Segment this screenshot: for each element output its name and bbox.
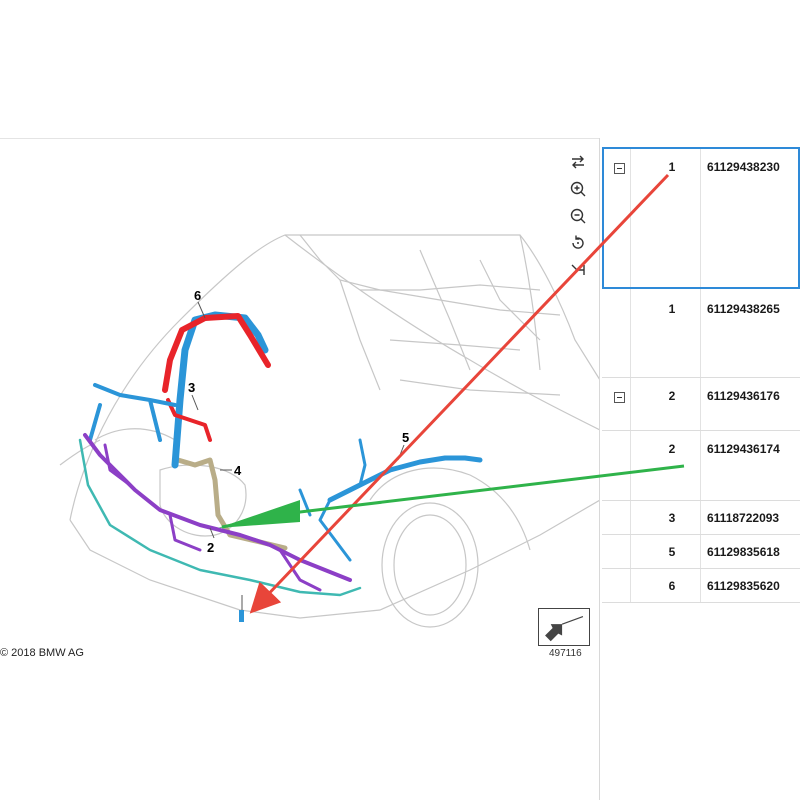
part-item-number: 3 (668, 511, 676, 525)
part-row[interactable]: 1 61129438265 (602, 289, 800, 378)
harness-red-branch (166, 398, 212, 442)
part-number: 61129436174 (707, 442, 780, 456)
part-row[interactable]: 2 61129436176 (602, 378, 800, 431)
navigation-arrow-icon (545, 616, 584, 642)
part-row[interactable]: 6 61129835620 (602, 569, 800, 603)
car-outline (59, 234, 600, 628)
parts-list: 1 61129438230 1 61129438265 2 6112943617… (602, 147, 800, 603)
callout-6[interactable]: 6 (194, 288, 201, 303)
callout-5[interactable]: 5 (402, 430, 409, 445)
part-number: 61118722093 (707, 511, 780, 525)
connector-blue (239, 610, 244, 622)
part-number: 61129438265 (707, 302, 780, 316)
reset-view-button[interactable] (566, 231, 590, 255)
harness-blue-5 (327, 455, 483, 503)
part-item-number: 1 (668, 160, 676, 174)
leader-6 (197, 301, 206, 319)
zoom-out-icon (570, 208, 586, 224)
diagram-code: 497116 (549, 648, 582, 659)
reset-icon (572, 235, 584, 249)
part-item-number: 5 (668, 545, 676, 559)
callout-2[interactable]: 2 (207, 540, 214, 555)
harness-blue-front (88, 383, 177, 442)
callout-3[interactable]: 3 (188, 380, 195, 395)
copyright-text: © 2018 BMW AG (0, 647, 84, 659)
part-item-number: 6 (668, 579, 676, 593)
part-item-number: 2 (668, 389, 676, 403)
zoom-out-button[interactable] (566, 204, 590, 228)
part-number: 61129835620 (707, 579, 780, 593)
swap-button[interactable] (566, 150, 590, 174)
viewer-toolbar (566, 150, 592, 285)
panel-divider (599, 138, 600, 800)
top-divider (0, 138, 600, 139)
leader-5 (397, 444, 405, 461)
part-number: 61129438230 (707, 160, 780, 174)
swap-icon (572, 155, 584, 169)
part-row[interactable]: 1 61129438230 (602, 147, 800, 289)
zoom-in-button[interactable] (566, 177, 590, 201)
part-row[interactable]: 2 61129436174 (602, 431, 800, 501)
collapse-panel-button[interactable] (566, 258, 590, 282)
collapse-toggle[interactable] (614, 392, 625, 403)
part-row[interactable]: 5 61129835618 (602, 535, 800, 569)
leader-2 (209, 527, 215, 539)
leader-3 (191, 394, 199, 411)
collapse-toggle[interactable] (614, 163, 625, 174)
navigation-thumbnail-button[interactable] (538, 608, 590, 646)
wiring-harness-diagram: 6 3 4 2 5 (59, 234, 600, 628)
part-number: 61129436176 (707, 389, 780, 403)
diagram-viewer[interactable]: 6 3 4 2 5 (0, 140, 600, 660)
part-number: 61129835618 (707, 545, 780, 559)
part-row[interactable]: 3 61118722093 (602, 501, 800, 535)
part-item-number: 2 (668, 442, 676, 456)
collapse-icon (571, 264, 585, 276)
callout-4[interactable]: 4 (234, 463, 242, 478)
zoom-in-icon (570, 181, 586, 197)
part-item-number: 1 (668, 302, 676, 316)
